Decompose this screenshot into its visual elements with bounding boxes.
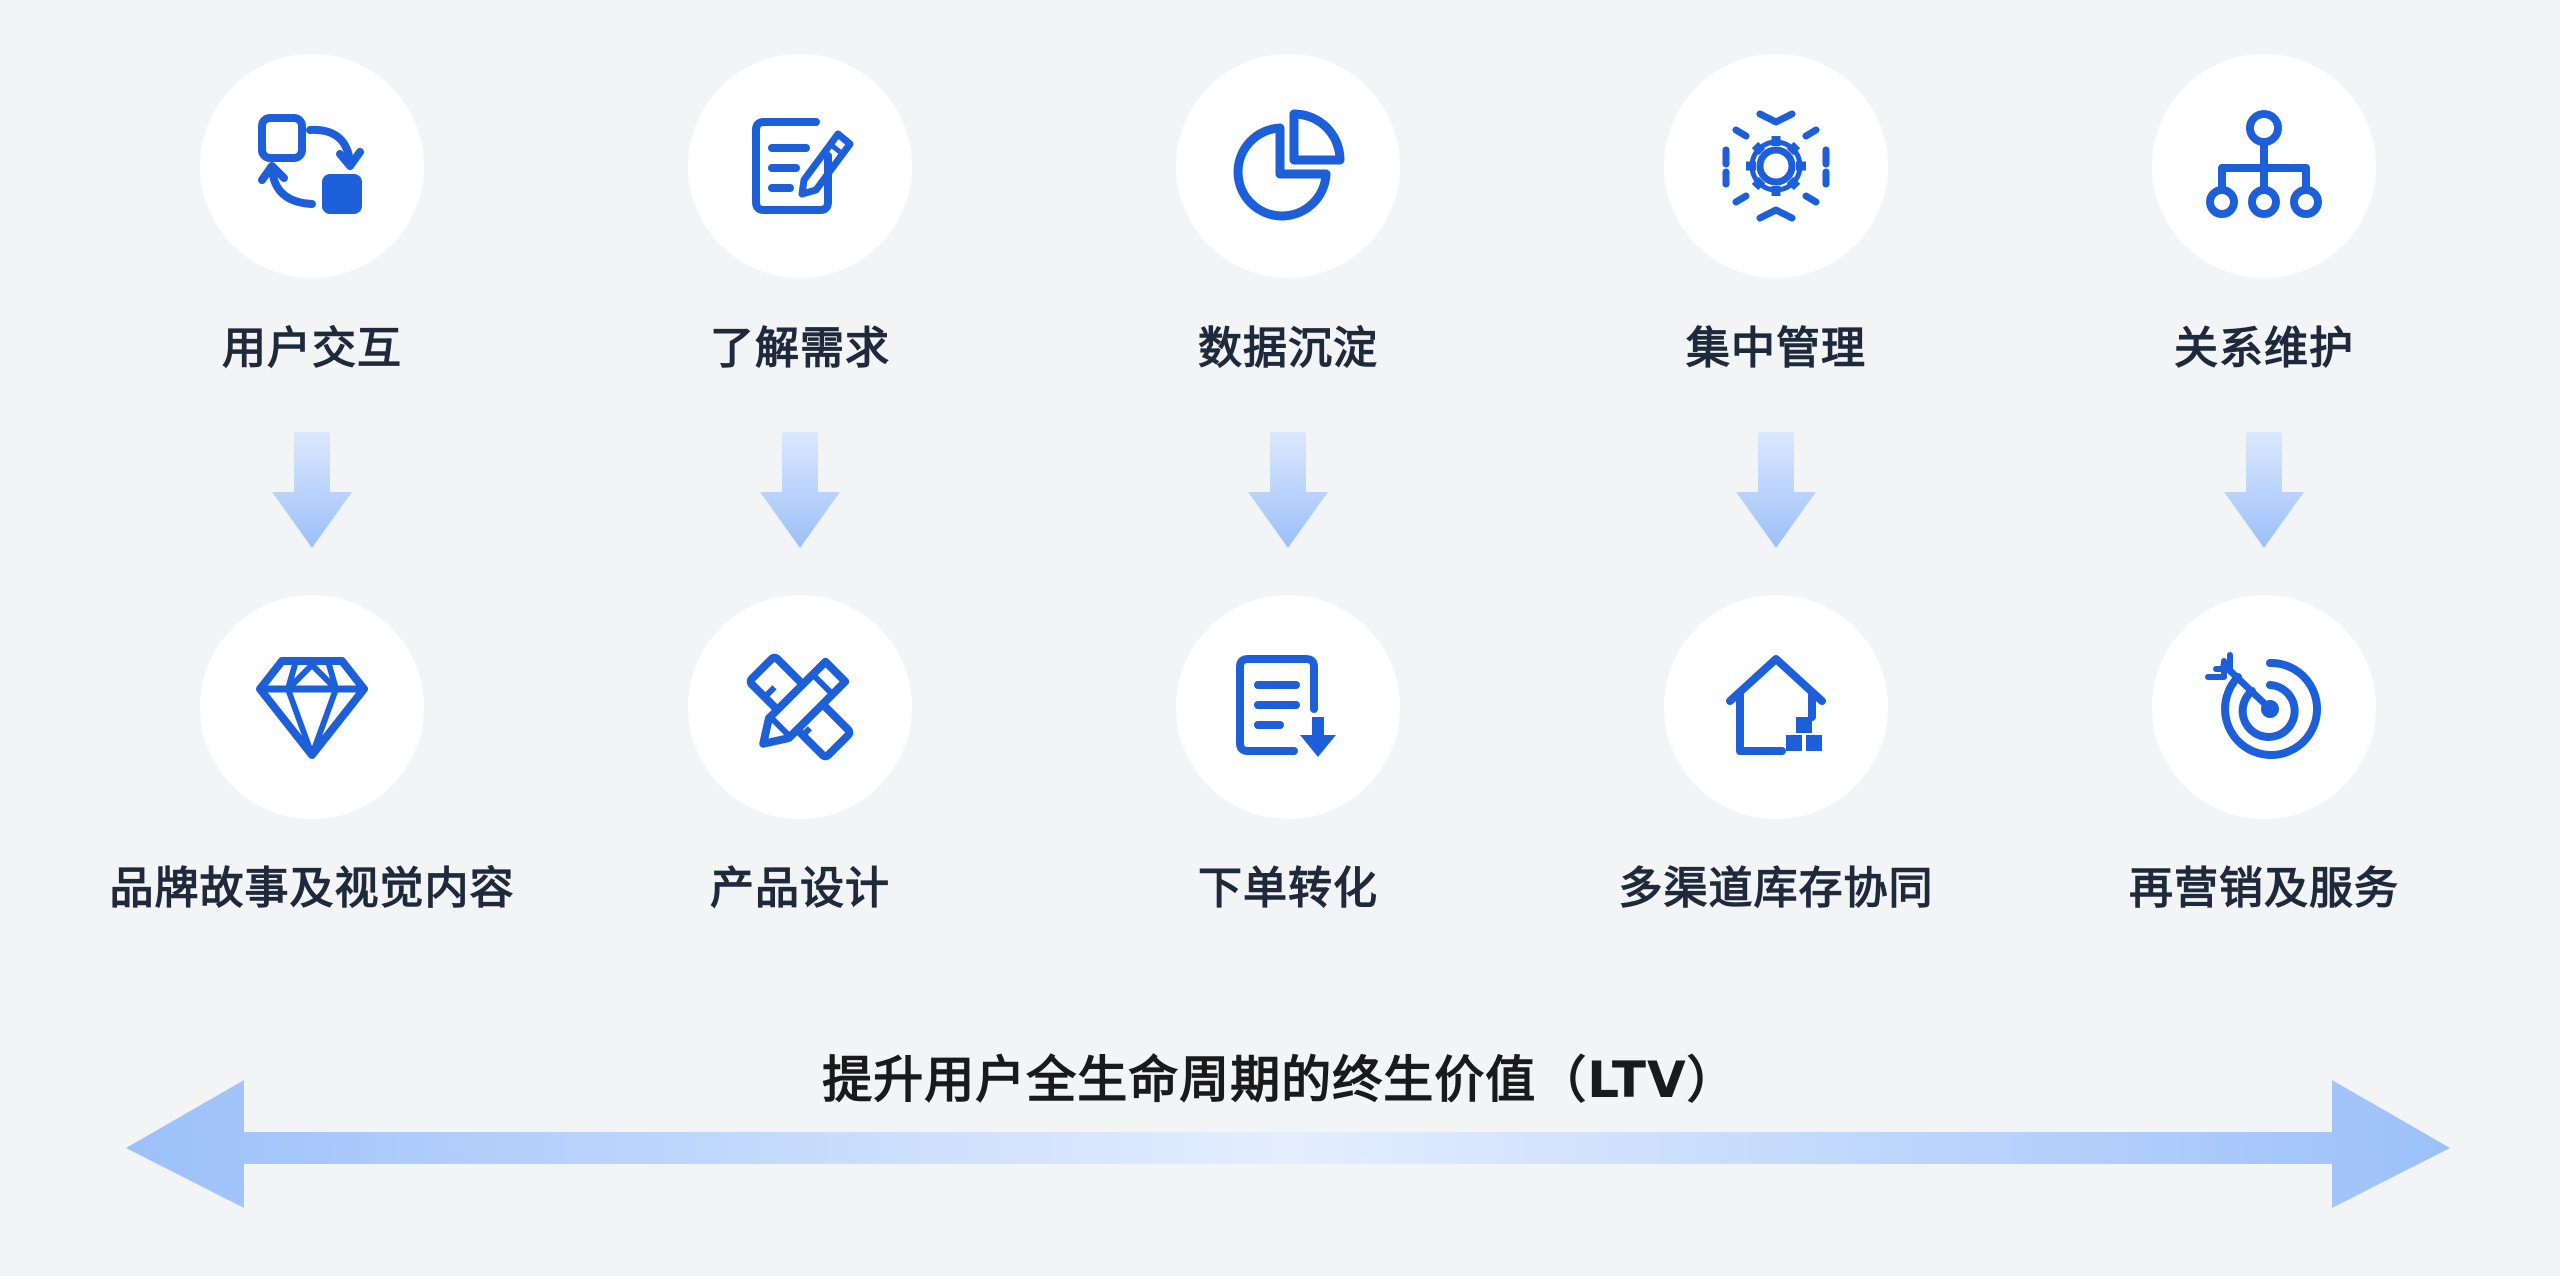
step-column-5: 关系维护 再营销及服务 bbox=[2020, 0, 2508, 960]
step-label: 品牌故事及视觉内容 bbox=[109, 863, 515, 914]
step-circle-bottom bbox=[200, 595, 424, 819]
step-label: 多渠道库存协同 bbox=[1618, 863, 1934, 914]
step-column-2: 了解需求 bbox=[556, 0, 1044, 960]
down-arrow-icon bbox=[760, 432, 840, 548]
step-label: 下单转化 bbox=[1198, 863, 1378, 914]
step-label: 再营销及服务 bbox=[2129, 863, 2399, 914]
step-circle-bottom bbox=[1664, 595, 1888, 819]
step-label: 数据沉淀 bbox=[1198, 323, 1378, 374]
down-arrow-icon bbox=[272, 432, 352, 548]
target-icon bbox=[2205, 652, 2322, 759]
step-circle-top bbox=[688, 54, 912, 278]
step-label: 产品设计 bbox=[710, 863, 890, 914]
ltv-title: 提升用户全生命周期的终生价值（LTV） bbox=[822, 1051, 1738, 1109]
order-download-icon bbox=[1236, 655, 1336, 757]
step-label: 关系维护 bbox=[2174, 323, 2354, 374]
step-circle-top bbox=[1664, 54, 1888, 278]
step-circle-top bbox=[2152, 54, 2376, 278]
step-column-4: 集中管理 多渠道库存协同 bbox=[1532, 0, 2020, 960]
step-column-3: 数据沉淀 下单转化 bbox=[1044, 0, 1532, 960]
step-label: 用户交互 bbox=[222, 323, 402, 374]
down-arrow-icon bbox=[1736, 432, 1816, 548]
down-arrow-icon bbox=[1248, 432, 1328, 548]
step-circle-bottom bbox=[1176, 595, 1400, 819]
step-circle-top bbox=[200, 54, 424, 278]
step-column-1: 用户交互 品牌故事及视觉内容 bbox=[68, 0, 556, 960]
down-arrow-icon bbox=[2224, 432, 2304, 548]
gear-focus-icon bbox=[1722, 110, 1830, 222]
edit-document-icon bbox=[752, 118, 854, 214]
step-circle-bottom bbox=[688, 595, 912, 819]
pencil-ruler-icon bbox=[746, 653, 854, 761]
diamond-icon bbox=[256, 657, 368, 759]
org-tree-icon bbox=[2206, 110, 2322, 218]
step-label: 集中管理 bbox=[1686, 323, 1866, 374]
pie-chart-icon bbox=[1233, 109, 1345, 221]
step-circle-bottom bbox=[2152, 595, 2376, 819]
double-arrow-icon bbox=[126, 1080, 2450, 1208]
house-stock-icon bbox=[1726, 655, 1826, 755]
step-circle-top bbox=[1176, 54, 1400, 278]
step-label: 了解需求 bbox=[710, 323, 890, 374]
interaction-sync-icon bbox=[258, 114, 364, 214]
